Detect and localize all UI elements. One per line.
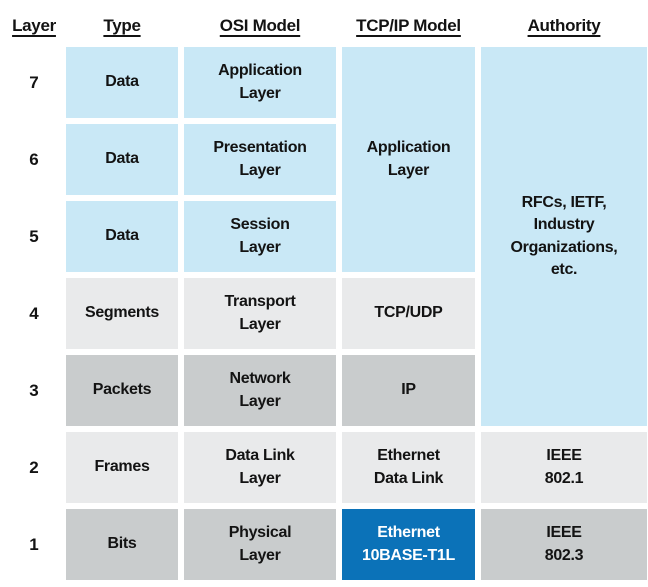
column-header-authority-label: Authority [527,15,601,35]
column-header-layer-label: Layer [12,15,56,35]
osi-cell-network-layer: Network Layer [184,355,336,426]
osi-cell-data-link-layer: Data Link Layer [184,432,336,503]
osi-cell-transport-layer: Transport Layer [184,278,336,349]
type-cell-layer5: Data [66,201,178,272]
column-header-tcpip-model-label: TCP/IP Model [356,15,461,35]
type-cell-layer4: Segments [66,278,178,349]
column-header-type-label: Type [103,15,141,35]
column-header-osi-model: OSI Model [184,10,336,41]
type-cell-layer6: Data [66,124,178,195]
osi-cell-application-layer: Application Layer [184,47,336,118]
tcpip-cell-ethernet-10base-t1l: Ethernet 10BASE-T1L [342,509,475,580]
column-header-osi-model-label: OSI Model [219,15,301,35]
type-cell-layer2: Frames [66,432,178,503]
column-header-type: Type [66,10,178,41]
layer-number-1: 1 [29,534,39,554]
layer-number-2: 2 [29,457,39,477]
tcpip-cell-application-layer: Application Layer [342,47,475,272]
authority-cell-ieee-802-3: IEEE 802.3 [481,509,647,580]
column-header-authority: Authority [481,10,647,41]
column-header-tcpip-model: TCP/IP Model [342,10,475,41]
type-cell-layer1: Bits [66,509,178,580]
layer-number-3: 3 [29,380,39,400]
layer-number-5: 5 [29,226,39,246]
type-cell-layer7: Data [66,47,178,118]
authority-cell-rfcs-ietf: RFCs, IETF, Industry Organizations, etc. [481,47,647,426]
column-header-layer: Layer [8,10,60,41]
tcpip-cell-tcp-udp: TCP/UDP [342,278,475,349]
type-cell-layer3: Packets [66,355,178,426]
authority-cell-ieee-802-1: IEEE 802.1 [481,432,647,503]
layer-number-6: 6 [29,149,39,169]
tcpip-cell-ip: IP [342,355,475,426]
layer-number-4: 4 [29,303,39,323]
tcpip-cell-ethernet-data-link: Ethernet Data Link [342,432,475,503]
layer-number-7: 7 [29,72,39,92]
osi-cell-physical-layer: Physical Layer [184,509,336,580]
osi-cell-session-layer: Session Layer [184,201,336,272]
osi-cell-presentation-layer: Presentation Layer [184,124,336,195]
